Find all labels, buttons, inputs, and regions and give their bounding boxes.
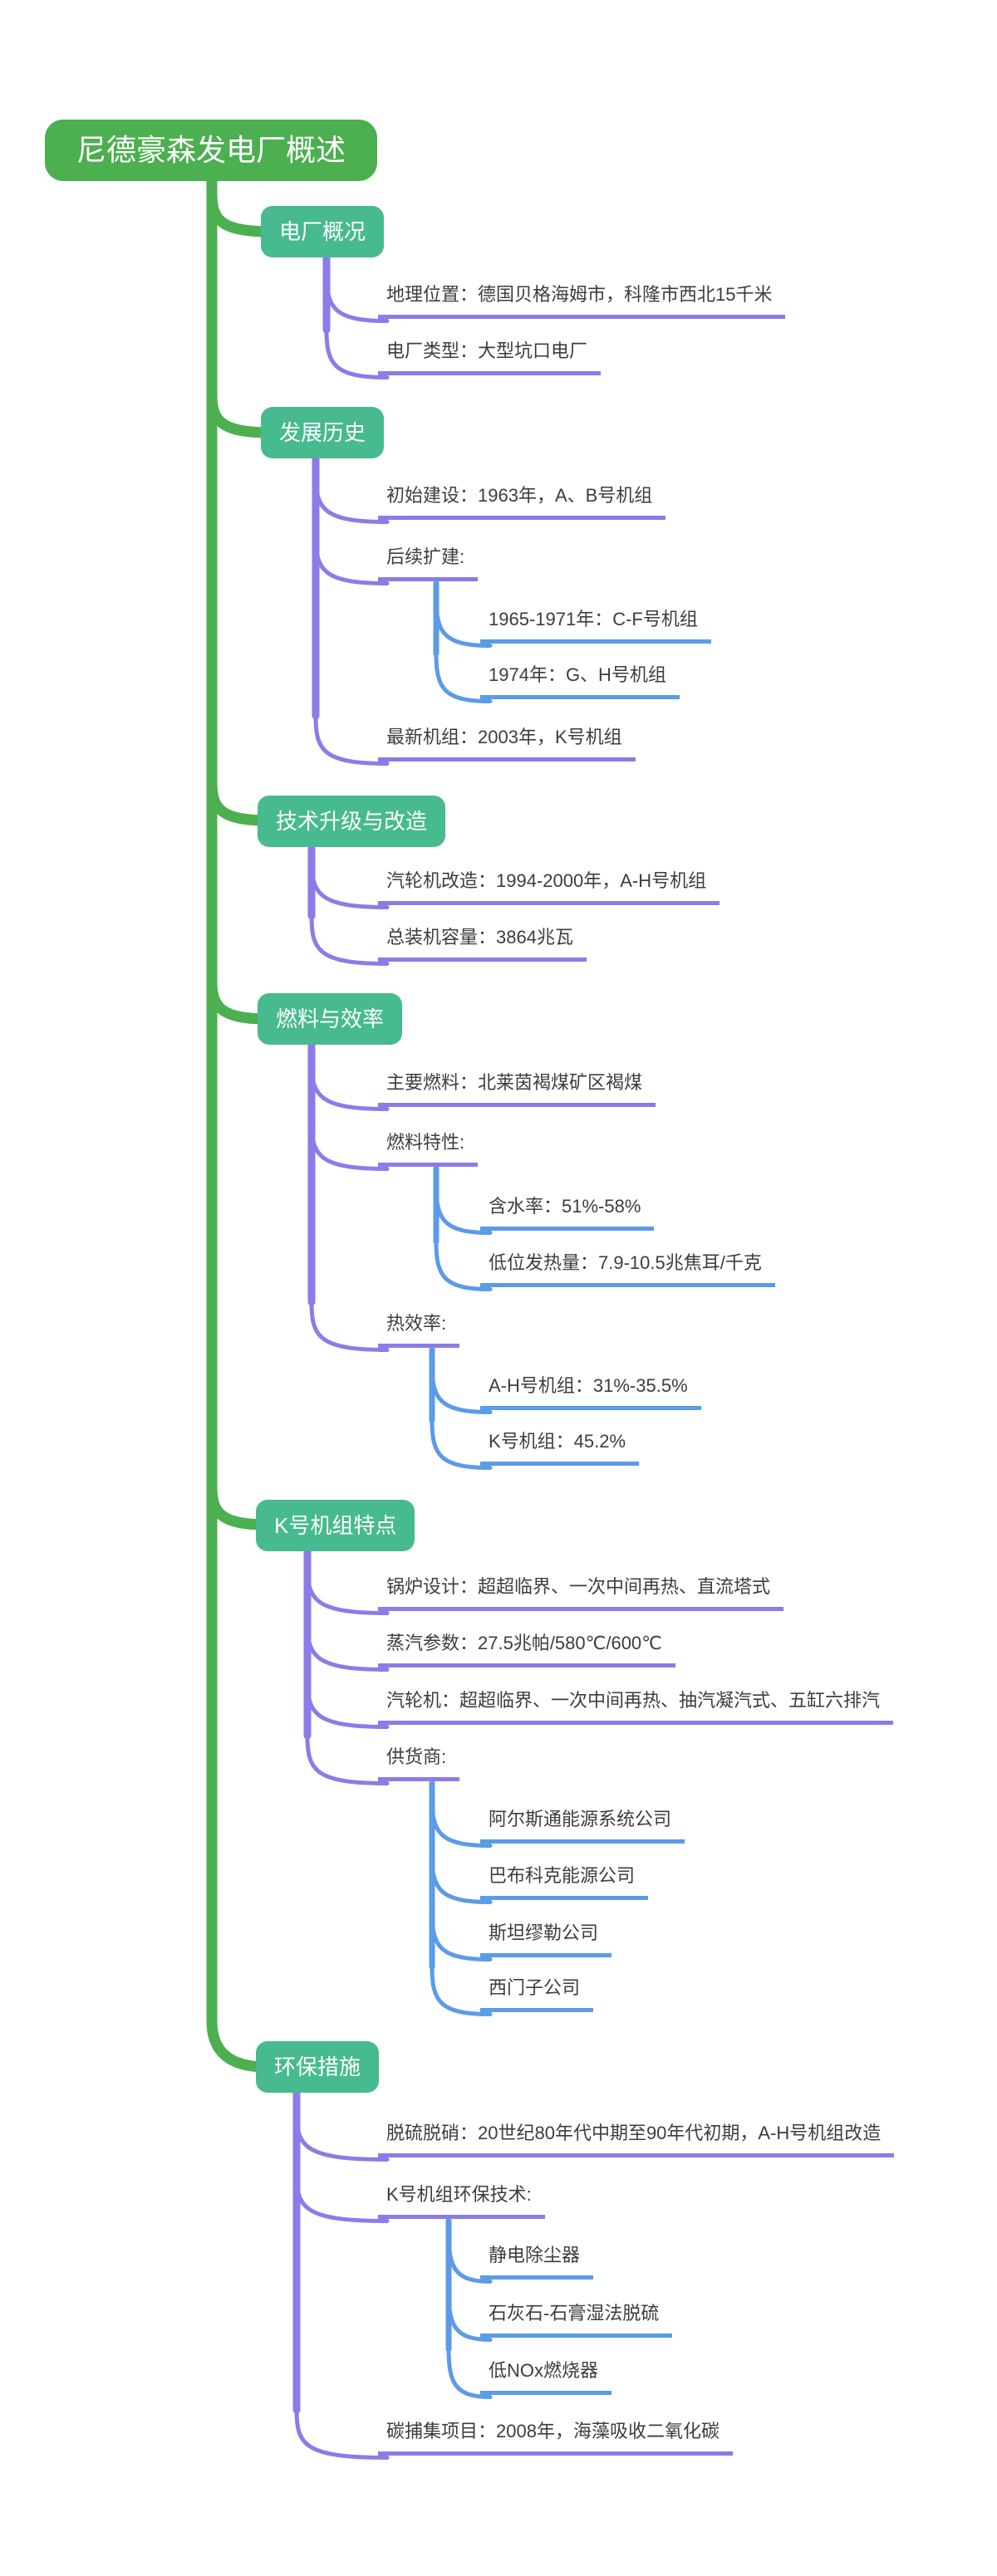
item-steam-parameters[interactable]: 蒸汽参数：27.5兆帕/580℃/600℃ [378, 1631, 675, 1668]
item-desulfurization-denitration[interactable]: 脱硫脱硝：20世纪80年代中期至90年代初期，A-H号机组改造 [378, 2121, 895, 2157]
item-thermal-efficiency[interactable]: 热效率: [378, 1311, 460, 1348]
item-main-fuel[interactable]: 主要燃料：北莱茵褐煤矿区褐煤 [378, 1070, 656, 1107]
branch-node-plant-overview[interactable]: 电厂概况 [261, 206, 385, 257]
item-fuel-properties[interactable]: 燃料特性: [378, 1130, 479, 1167]
root-node[interactable]: 尼德豪森发电厂概述 [45, 120, 378, 181]
item-supplier-siemens[interactable]: 西门子公司 [480, 1976, 594, 2012]
item-initial-construction[interactable]: 初始建设：1963年，A、B号机组 [378, 483, 666, 520]
branch-node-upgrades[interactable]: 技术升级与改造 [258, 796, 446, 847]
item-plant-type[interactable]: 电厂类型：大型坑口电厂 [378, 339, 602, 375]
item-carbon-capture[interactable]: 碳捕集项目：2008年，海藻吸收二氧化碳 [378, 2419, 733, 2456]
branch-node-history[interactable]: 发展历史 [261, 407, 385, 458]
item-electrostatic-precipitator[interactable]: 静电除尘器 [480, 2243, 594, 2280]
item-suppliers[interactable]: 供货商: [378, 1745, 460, 1781]
item-low-nox-burner[interactable]: 低NOx燃烧器 [480, 2358, 612, 2395]
item-supplier-babcock[interactable]: 巴布科克能源公司 [480, 1863, 649, 1900]
item-limestone-gypsum-fgd[interactable]: 石灰石-石膏湿法脱硫 [480, 2301, 673, 2338]
branch-node-fuel-efficiency[interactable]: 燃料与效率 [258, 993, 403, 1045]
item-supplier-alstom[interactable]: 阿尔斯通能源系统公司 [480, 1807, 685, 1844]
branch-node-unit-k-features[interactable]: K号机组特点 [256, 1500, 415, 1551]
item-expansion[interactable]: 后续扩建: [378, 545, 479, 581]
item-turbine-retrofit[interactable]: 汽轮机改造：1994-2000年，A-H号机组 [378, 869, 720, 905]
item-steam-turbine[interactable]: 汽轮机：超超临界、一次中间再热、抽汽凝汽式、五缸六排汽 [378, 1688, 894, 1725]
item-latest-unit[interactable]: 最新机组：2003年，K号机组 [378, 725, 636, 762]
item-unit-k-env-tech[interactable]: K号机组环保技术: [378, 2182, 545, 2219]
item-expansion-1974[interactable]: 1974年：G、H号机组 [480, 663, 680, 699]
item-expansion-1965-1971[interactable]: 1965-1971年：C-F号机组 [480, 607, 711, 644]
item-total-capacity[interactable]: 总装机容量：3864兆瓦 [378, 925, 587, 962]
item-efficiency-ah-units[interactable]: A-H号机组：31%-35.5% [480, 1374, 701, 1410]
item-location[interactable]: 地理位置：德国贝格海姆市，科隆市西北15千米 [378, 282, 786, 319]
item-boiler-design[interactable]: 锅炉设计：超超临界、一次中间再热、直流塔式 [378, 1574, 784, 1611]
item-efficiency-k-unit[interactable]: K号机组：45.2% [480, 1429, 640, 1466]
branch-node-environment[interactable]: 环保措施 [256, 2041, 380, 2093]
item-supplier-steinmueller[interactable]: 斯坦缪勒公司 [480, 1921, 612, 1957]
item-heating-value[interactable]: 低位发热量：7.9-10.5兆焦耳/千克 [480, 1251, 775, 1287]
item-moisture-content[interactable]: 含水率：51%-58% [480, 1194, 655, 1231]
